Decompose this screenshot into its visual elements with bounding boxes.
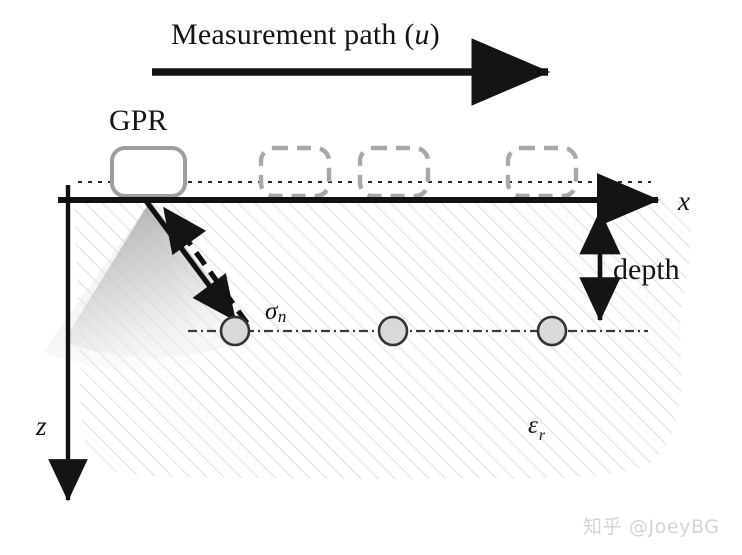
figure-title: Measurement path (u) <box>171 18 440 52</box>
watermark: 知乎 @JoeyBG <box>583 516 720 538</box>
sigma-symbol: σ <box>265 298 278 325</box>
transmit-ray-arrow <box>143 199 238 322</box>
antenna-positions <box>110 145 579 199</box>
epsilon-subscript: r <box>538 427 546 444</box>
epsilon-symbol: ε <box>528 412 538 439</box>
depth-label: depth <box>613 253 680 286</box>
antenna-box-current[interactable] <box>110 146 187 198</box>
figure-title-text: Measurement path ( <box>171 18 415 51</box>
epsilon-r-label: εr <box>528 412 545 445</box>
radar-rays <box>143 199 250 325</box>
target-circle-2[interactable] <box>377 315 409 347</box>
target-circle-1[interactable] <box>219 315 251 347</box>
z-axis-label: z <box>36 411 47 441</box>
antenna-box-ghost-3 <box>505 145 579 199</box>
sigma-subscript: n <box>277 307 287 326</box>
buried-targets <box>219 315 568 347</box>
x-axis-label: x <box>678 186 690 216</box>
gpr-label: GPR <box>109 104 168 137</box>
antenna-box-ghost-1 <box>258 145 332 199</box>
figure-title-close: ) <box>429 18 440 51</box>
antenna-box-ghost-2 <box>357 145 431 199</box>
sigma-n-label: σn <box>265 298 286 327</box>
figure-title-variable: u <box>414 18 430 51</box>
target-circle-3[interactable] <box>536 315 568 347</box>
